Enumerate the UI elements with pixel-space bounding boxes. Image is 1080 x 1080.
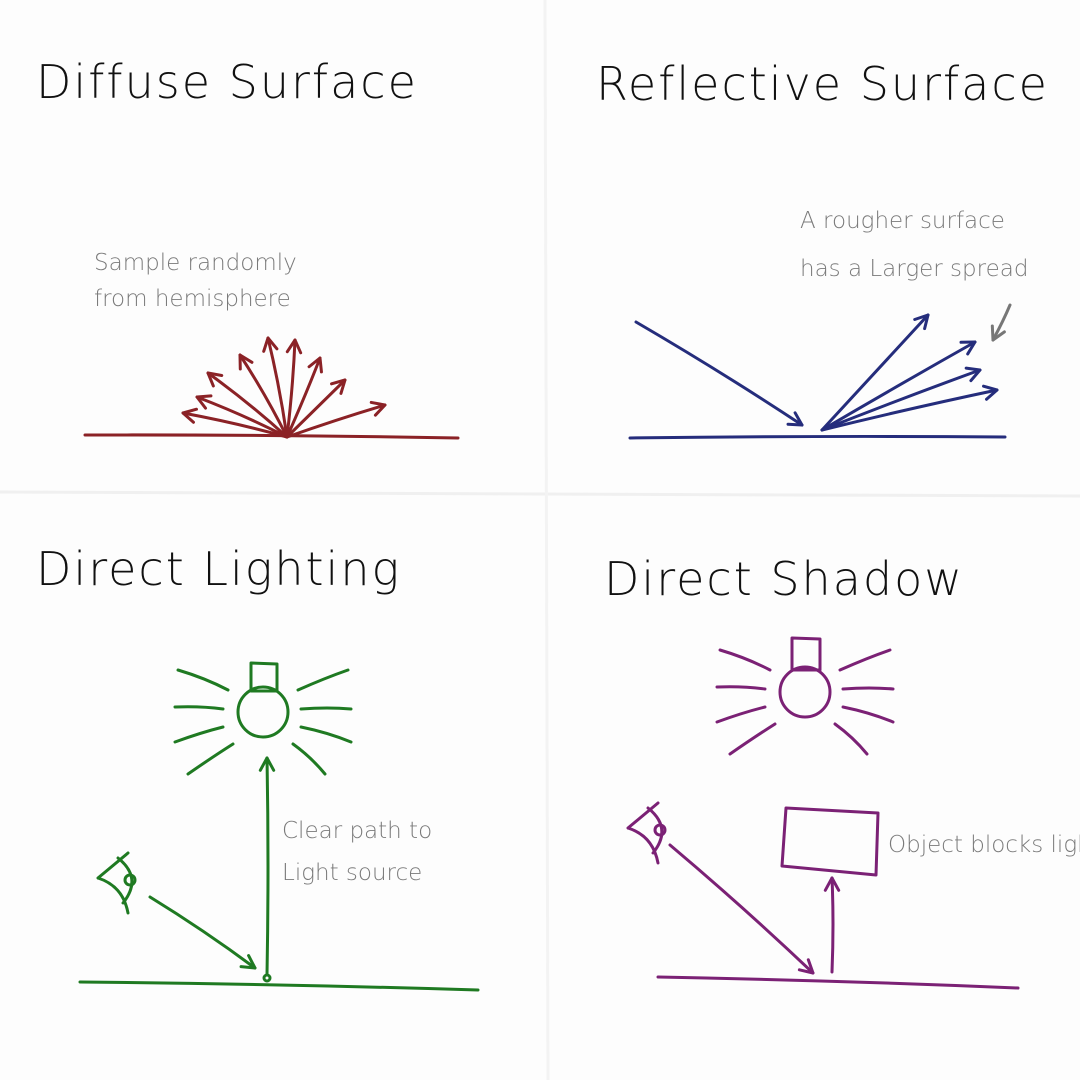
light-ray (296, 668, 350, 692)
surface-line (628, 434, 1007, 440)
arrow (820, 388, 999, 432)
arrow (265, 756, 270, 977)
direct-shadow-diagram (626, 636, 1020, 990)
light-ray (838, 648, 892, 672)
note-reflective-1: A rougher surface (800, 208, 1005, 234)
light-ray (841, 686, 895, 691)
light-bulb-icon (778, 665, 832, 719)
arrowhead (913, 313, 930, 331)
note-diffuse-2: from hemisphere (94, 286, 291, 312)
light-ray (715, 705, 767, 724)
eye-pupil (123, 873, 137, 887)
arrowhead (369, 400, 387, 417)
arrowhead (239, 954, 257, 970)
bulb-base (790, 636, 822, 672)
eye-icon (96, 851, 134, 915)
surface-line (656, 975, 1020, 990)
direct-lighting-diagram (78, 661, 480, 992)
light-ray (173, 725, 225, 744)
arrow (238, 353, 289, 439)
title-direct-lighting: Direct Lighting (36, 542, 401, 596)
light-ray (186, 742, 235, 776)
arrow (285, 356, 322, 439)
arrow (668, 843, 815, 975)
arrowhead (307, 356, 323, 374)
arrow (266, 336, 289, 439)
arrow (285, 378, 347, 439)
note-lighting-1: Clear path to (282, 818, 432, 844)
arrowhead (238, 353, 254, 371)
arrowhead (285, 338, 303, 355)
arrowhead (262, 336, 279, 353)
light-ray (173, 705, 225, 711)
note-diffuse-1: Sample randomly (94, 250, 297, 276)
title-direct-shadow: Direct Shadow (604, 552, 964, 606)
arrowhead (982, 384, 999, 401)
arrowhead (258, 756, 276, 772)
light-ray (718, 648, 772, 672)
fold-line (0, 490, 1080, 498)
eye-icon (626, 801, 664, 865)
title-diffuse-surface: Diffuse Surface (36, 55, 418, 109)
arrow (820, 368, 982, 432)
arrowhead (330, 378, 347, 395)
light-ray (728, 722, 777, 756)
arrow (206, 371, 289, 439)
arrow (285, 338, 297, 439)
arrow (820, 340, 977, 432)
arrow (830, 876, 835, 974)
bulb-base (249, 661, 279, 693)
arrowhead (959, 340, 977, 356)
note-reflective-2: has a Larger spread (800, 256, 1028, 282)
arrowhead (990, 324, 1006, 342)
arrow (820, 313, 930, 432)
arrow (634, 320, 804, 427)
arrowhead (181, 407, 198, 424)
light-ray (299, 706, 353, 711)
diffuse-diagram (83, 336, 460, 440)
note-shadow-1: Object blocks light (888, 832, 1080, 858)
light-ray (176, 668, 230, 692)
light-ray (833, 722, 869, 756)
light-bulb-icon (236, 685, 290, 739)
arrowhead (786, 411, 804, 427)
arrow (195, 395, 289, 439)
eye-pupil (653, 823, 667, 837)
surface-line (83, 433, 460, 440)
reflective-diagram (628, 303, 1012, 440)
hit-point (262, 973, 272, 983)
light-ray (715, 685, 767, 691)
arrowhead (964, 366, 982, 383)
arrow (148, 895, 257, 970)
blocking-object (780, 806, 880, 877)
surface-line (78, 980, 480, 992)
fold-line (543, 0, 550, 1080)
arrowhead (195, 394, 213, 410)
note-lighting-2: Light source (282, 860, 422, 886)
light-ray (291, 742, 327, 776)
title-reflective-surface: Reflective Surface (596, 57, 1049, 111)
arrow (181, 411, 289, 439)
arrow (285, 403, 387, 439)
arrowhead (823, 876, 841, 892)
light-ray (299, 725, 353, 744)
arrowhead (797, 958, 815, 975)
arrow (991, 303, 1012, 342)
light-ray (841, 705, 895, 724)
arrowhead (206, 371, 224, 388)
